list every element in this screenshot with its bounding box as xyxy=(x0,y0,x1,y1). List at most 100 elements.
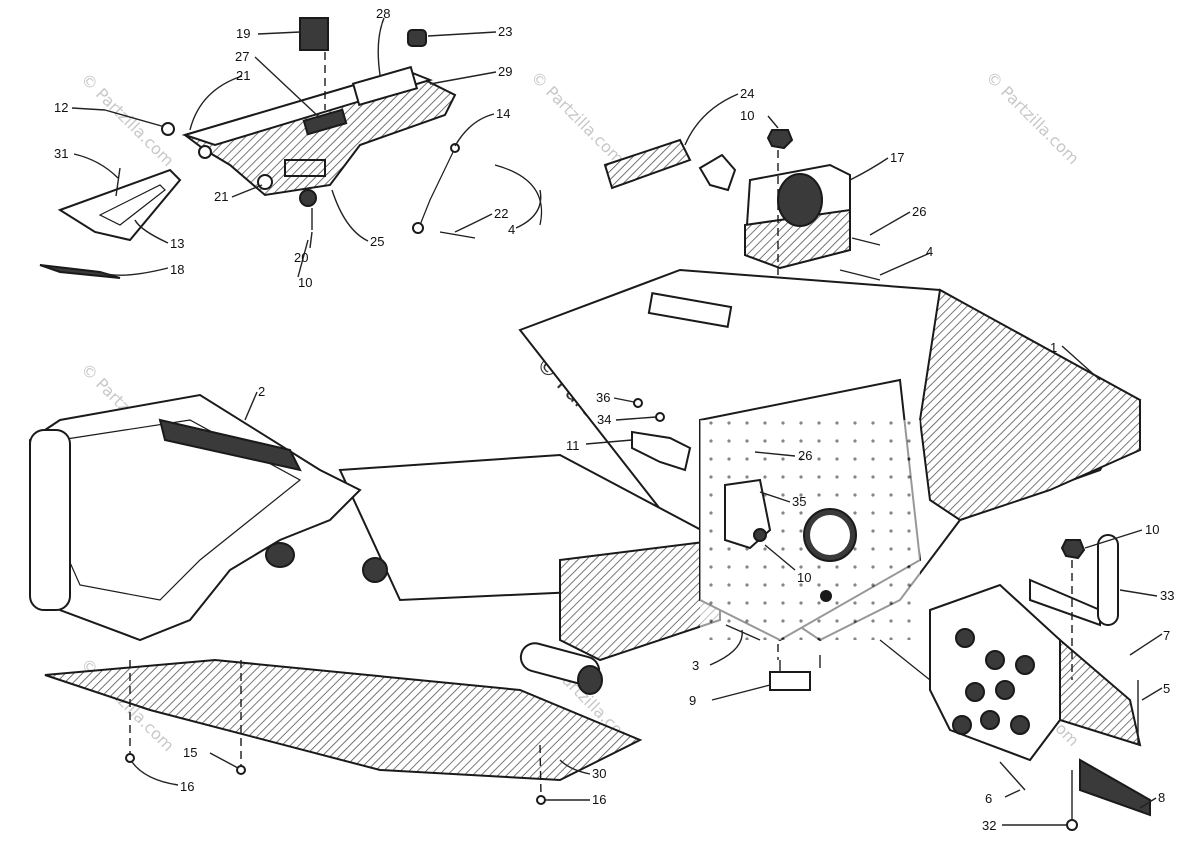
leader-11 xyxy=(585,439,633,445)
chassis-frame xyxy=(29,268,1142,805)
bumper-hatch xyxy=(158,418,302,472)
callout-25: 25 xyxy=(370,234,384,249)
callout-17: 17 xyxy=(890,150,904,165)
vent-plate-25 xyxy=(284,159,326,177)
footrest-hole xyxy=(952,715,972,735)
stud-plate-9 xyxy=(769,671,811,691)
callout-33: 33 xyxy=(1160,588,1174,603)
footrest-hole xyxy=(1010,715,1030,735)
spacer-21 xyxy=(161,122,175,136)
nut-10-bulkhead xyxy=(753,528,767,542)
bolt-12 xyxy=(104,109,166,128)
callout-16: 16 xyxy=(592,792,606,807)
callout-6: 6 xyxy=(985,791,992,806)
leader-36 xyxy=(613,397,635,403)
front-pan-side xyxy=(559,538,721,662)
callout-22: 22 xyxy=(494,206,508,221)
callout-31: 31 xyxy=(54,146,68,161)
callout-10: 10 xyxy=(298,275,312,290)
brace-33-upright xyxy=(1097,534,1119,626)
callout-32: 32 xyxy=(982,818,996,833)
plate-8 xyxy=(1079,758,1151,817)
rivet-16-right xyxy=(536,795,546,805)
watermark-text: © Partzilla.com xyxy=(77,69,178,170)
spacer-21c xyxy=(257,174,273,190)
callout-9: 9 xyxy=(689,693,696,708)
leader-28 xyxy=(377,17,385,76)
callout-3: 3 xyxy=(692,658,699,673)
leader-9 xyxy=(711,684,771,701)
bulkhead-hole-inner xyxy=(810,515,850,555)
tunnel-right-side xyxy=(918,288,1141,522)
leader-21a xyxy=(189,75,243,131)
callout-4: 4 xyxy=(508,222,515,237)
leader-18 xyxy=(99,267,169,276)
nut-10 xyxy=(299,189,317,207)
boss-left xyxy=(265,542,295,568)
rivet-axis-right xyxy=(539,744,542,797)
footrest-hole xyxy=(985,650,1005,670)
leader-4a xyxy=(515,189,542,229)
callout-10: 10 xyxy=(740,108,754,123)
leader-12 xyxy=(71,107,106,111)
callout-13: 13 xyxy=(170,236,184,251)
leader-1 xyxy=(1061,345,1101,381)
mount-plate-13-inner xyxy=(98,184,166,226)
callout-10: 10 xyxy=(1145,522,1159,537)
leader-10d xyxy=(1084,529,1143,549)
shim-18 xyxy=(39,264,121,279)
callout-26: 26 xyxy=(798,448,812,463)
callout-21: 21 xyxy=(214,189,228,204)
callout-5: 5 xyxy=(1163,681,1170,696)
footrest-hole xyxy=(995,680,1015,700)
leader-17 xyxy=(849,157,889,181)
callout-7: 7 xyxy=(1163,628,1170,643)
leader-35 xyxy=(759,491,791,503)
plate-24 xyxy=(603,138,692,190)
leader-13 xyxy=(134,219,169,244)
belly-pan-30 xyxy=(44,658,643,782)
leader-bracket-to-bulkhead xyxy=(879,639,931,681)
footrest-hole xyxy=(980,710,1000,730)
callout-10: 10 xyxy=(797,570,811,585)
leader-7 xyxy=(1129,633,1163,656)
callout-19: 19 xyxy=(236,26,250,41)
callout-8: 8 xyxy=(1158,790,1165,805)
nut-10-top xyxy=(766,129,794,150)
leader-4b xyxy=(879,252,931,276)
leader-34 xyxy=(615,416,657,421)
leader-26b xyxy=(754,451,796,457)
leader-10c xyxy=(764,544,796,571)
watermark-text: © Partzilla.com xyxy=(982,67,1083,168)
bolt-26-top xyxy=(851,237,881,246)
callout-30: 30 xyxy=(592,766,606,781)
clamp-piece xyxy=(698,153,737,192)
footrest-assembly xyxy=(879,534,1151,831)
leader-10b xyxy=(767,115,779,129)
leader-8 xyxy=(1139,797,1157,809)
bolt-3 xyxy=(725,624,761,641)
washer-34 xyxy=(655,412,665,422)
cable-end-top xyxy=(450,143,460,153)
footrest-side xyxy=(1059,637,1142,747)
cable-end-bottom xyxy=(412,222,424,234)
leader-22 xyxy=(454,213,493,233)
callout-15: 15 xyxy=(183,745,197,760)
callout-23: 23 xyxy=(498,24,512,39)
front-bracket-assembly xyxy=(39,17,542,279)
callout-29: 29 xyxy=(498,64,512,79)
leader-6 xyxy=(1004,789,1021,798)
leader-10a xyxy=(297,239,309,278)
callout-26: 26 xyxy=(912,204,926,219)
bolt-4-top xyxy=(839,269,881,281)
leader-26a xyxy=(869,211,911,236)
callout-12: 12 xyxy=(54,100,68,115)
callout-2: 2 xyxy=(258,384,265,399)
callout-4: 4 xyxy=(926,244,933,259)
leader-21b xyxy=(231,184,263,198)
leader-20 xyxy=(309,231,313,249)
bolt-32-head xyxy=(1066,819,1078,831)
rivet-15 xyxy=(236,765,246,775)
bumper-end-post xyxy=(29,429,71,611)
